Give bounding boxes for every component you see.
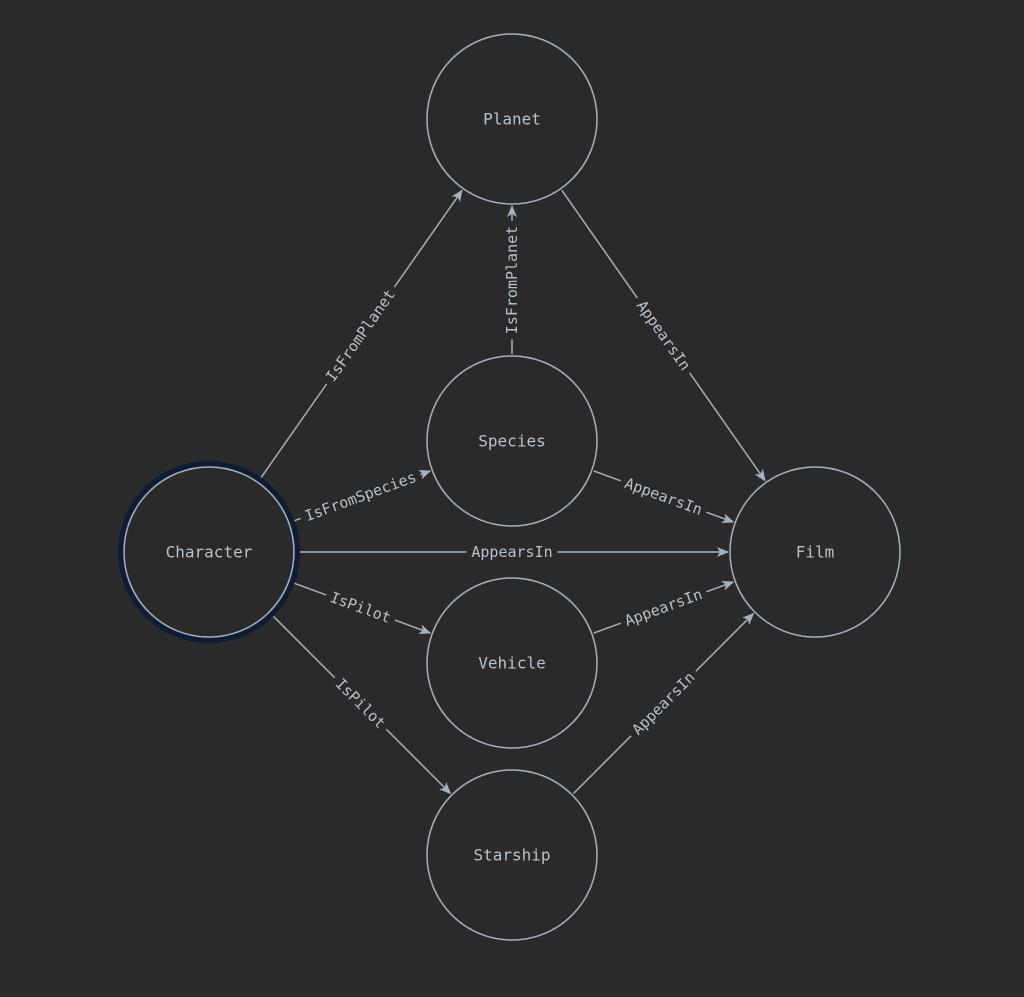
edge-line-start [593,470,621,482]
edge-line-start [593,622,621,634]
edge-label: AppearsIn [622,474,705,519]
edge-label: IsPilot [332,675,389,732]
edge-line-end-arrow [695,612,755,672]
node-circle[interactable] [426,577,598,749]
edge-line-end-arrow [689,372,766,482]
edge-label: IsFromSpecies [302,468,418,525]
edge-label: AppearsIn [622,585,705,630]
selection-ring [118,461,300,643]
edge-character-film[interactable]: AppearsIn [296,543,729,561]
node-species[interactable]: Species [426,355,598,527]
edge-line-end-arrow [385,728,452,795]
edge-line-end-arrow [706,581,735,593]
node-circle[interactable] [426,769,598,941]
edge-starship-film[interactable]: AppearsIn [572,612,755,795]
node-circle[interactable] [123,466,295,638]
node-character[interactable]: Character [118,461,300,643]
edge-line-end-arrow [394,619,432,634]
edge-line-start [561,189,638,299]
node-circle[interactable] [426,355,598,527]
edge-label: IsFromPlanet [322,286,399,385]
edge-line-end-arrow [418,470,432,480]
node-film[interactable]: Film [729,466,901,638]
edge-species-film[interactable]: AppearsIn [593,470,735,523]
edge-vehicle-film[interactable]: AppearsIn [593,581,735,634]
edge-character-species[interactable]: IsFromSpecies [290,468,432,525]
node-circle[interactable] [426,33,598,205]
edge-label: AppearsIn [628,668,698,738]
edge-line-start [258,383,328,482]
edge-line-start [269,612,336,679]
node-planet[interactable]: Planet [426,33,598,205]
edge-species-planet[interactable]: IsFromPlanet [503,205,521,354]
edge-label: AppearsIn [633,297,694,374]
edge-line-end-arrow [393,189,463,288]
edge-line-start [572,735,632,795]
edge-character-vehicle[interactable]: IsPilot [290,581,432,634]
edge-line-end-arrow [706,511,735,523]
edge-line-start [290,581,327,596]
edge-label: IsPilot [328,588,394,627]
node-vehicle[interactable]: Vehicle [426,577,598,749]
node-starship[interactable]: Starship [426,769,598,941]
edge-label: AppearsIn [471,543,552,561]
node-circle[interactable] [729,466,901,638]
edge-character-starship[interactable]: IsPilot [269,612,452,795]
edge-label: IsFromPlanet [503,226,521,334]
